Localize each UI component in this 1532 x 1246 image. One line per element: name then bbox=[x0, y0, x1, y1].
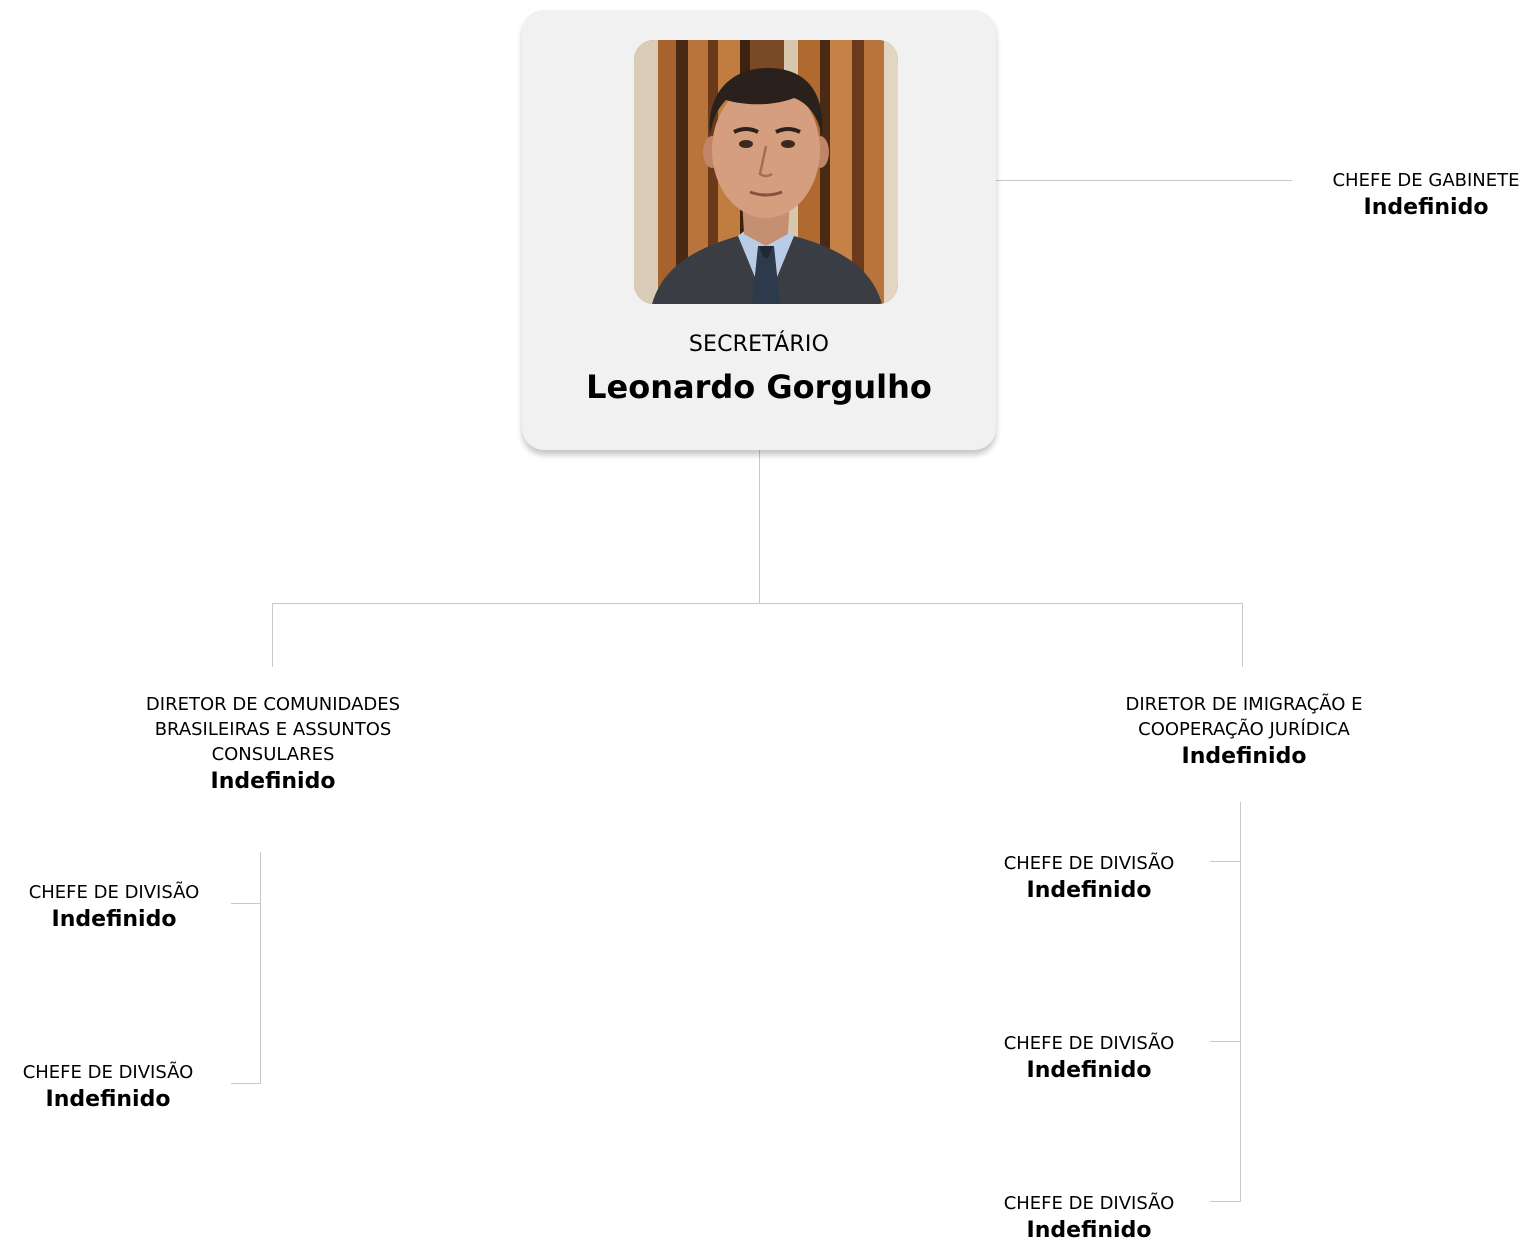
director-1-division-1-node[interactable]: CHEFE DE DIVISÃO Indefinido bbox=[4, 880, 224, 935]
connector-directors-bar bbox=[272, 603, 1243, 604]
connector-director-2-divisions-trunk bbox=[1240, 802, 1241, 1202]
director-2-role: DIRETOR DE IMIGRAÇÃO E COOPERAÇÃO JURÍDI… bbox=[1125, 694, 1363, 740]
division-name: Indefinido bbox=[45, 1087, 171, 1112]
secretary-role: SECRETÁRIO bbox=[688, 332, 830, 357]
director-1-role: DIRETOR DE COMUNIDADES BRASILEIRAS E ASS… bbox=[145, 694, 401, 765]
division-name: Indefinido bbox=[51, 907, 177, 932]
secretary-card[interactable]: SECRETÁRIO Leonardo Gorgulho bbox=[522, 10, 996, 450]
division-role: CHEFE DE DIVISÃO bbox=[1003, 1033, 1175, 1054]
director-1-name: Indefinido bbox=[210, 769, 336, 794]
director-2-division-1-node[interactable]: CHEFE DE DIVISÃO Indefinido bbox=[980, 851, 1198, 906]
secretary-name: Leonardo Gorgulho bbox=[586, 368, 932, 406]
chief-of-staff-node[interactable]: CHEFE DE GABINETE Indefinido bbox=[1312, 168, 1532, 223]
connector-director-1-divisions-trunk bbox=[260, 852, 261, 1084]
division-name: Indefinido bbox=[1026, 1058, 1152, 1083]
connector-director-1-drop bbox=[272, 603, 273, 667]
chief-of-staff-name: Indefinido bbox=[1363, 195, 1489, 220]
director-2-node[interactable]: DIRETOR DE IMIGRAÇÃO E COOPERAÇÃO JURÍDI… bbox=[1094, 692, 1394, 772]
chief-of-staff-role: CHEFE DE GABINETE bbox=[1332, 170, 1520, 191]
secretary-photo bbox=[634, 40, 898, 304]
division-role: CHEFE DE DIVISÃO bbox=[1003, 853, 1175, 874]
division-role: CHEFE DE DIVISÃO bbox=[28, 882, 200, 903]
director-2-division-3-node[interactable]: CHEFE DE DIVISÃO Indefinido bbox=[980, 1191, 1198, 1246]
connector-director-2-division-2 bbox=[1210, 1041, 1241, 1042]
director-1-node[interactable]: DIRETOR DE COMUNIDADES BRASILEIRAS E ASS… bbox=[122, 692, 424, 797]
connector-secretary-chief-of-staff bbox=[996, 180, 1292, 181]
division-role: CHEFE DE DIVISÃO bbox=[1003, 1193, 1175, 1214]
director-1-division-2-node[interactable]: CHEFE DE DIVISÃO Indefinido bbox=[0, 1060, 216, 1115]
connector-director-1-division-2 bbox=[231, 1083, 261, 1084]
connector-director-2-drop bbox=[1242, 603, 1243, 667]
connector-director-2-division-1 bbox=[1210, 861, 1241, 862]
division-name: Indefinido bbox=[1026, 1218, 1152, 1243]
director-2-name: Indefinido bbox=[1181, 744, 1307, 769]
connector-secretary-trunk bbox=[759, 450, 760, 603]
division-role: CHEFE DE DIVISÃO bbox=[22, 1062, 194, 1083]
connector-director-1-division-1 bbox=[231, 903, 261, 904]
director-2-division-2-node[interactable]: CHEFE DE DIVISÃO Indefinido bbox=[980, 1031, 1198, 1086]
connector-director-2-division-3 bbox=[1210, 1201, 1241, 1202]
division-name: Indefinido bbox=[1026, 878, 1152, 903]
